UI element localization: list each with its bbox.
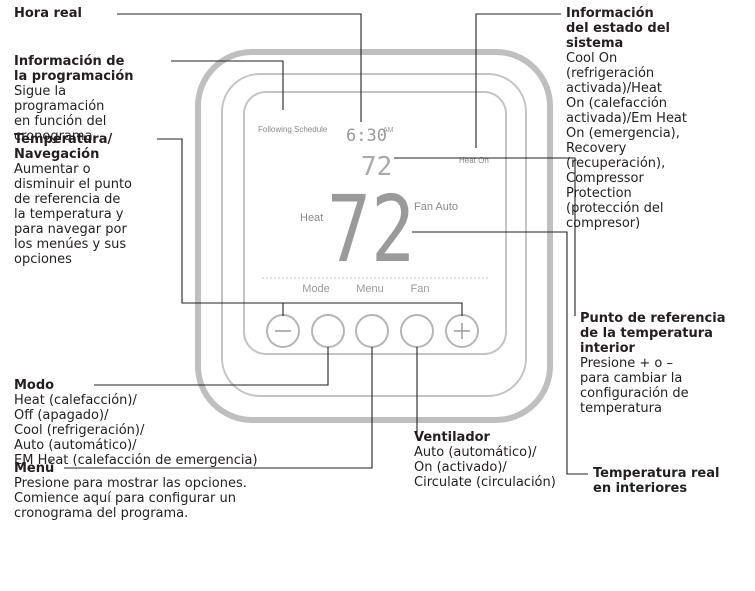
thermostat-outer-frame: [195, 49, 553, 423]
callout-temperatura: Temperatura/ Navegación Aumentar o dismi…: [14, 132, 174, 267]
system-status-indicator: Heat On: [459, 156, 489, 165]
line-temp-real: [412, 231, 588, 475]
callout-ventilador-desc: Auto (automático)/ On (activado)/ Circul…: [414, 445, 556, 490]
schedule-indicator: Following Schedule: [258, 125, 328, 134]
softkey-fan-label: Fan: [411, 283, 430, 295]
callout-hora-real-title: Hora real: [14, 6, 82, 21]
callout-menu-desc: Presione para mostrar las opciones. Comi…: [14, 476, 247, 521]
line-programacion: [171, 60, 284, 110]
clock-ampm: AM: [383, 127, 394, 134]
callout-programacion-title: Información de la programación: [14, 54, 134, 84]
callout-ventilador: Ventilador Auto (automático)/ On (activa…: [414, 430, 634, 490]
line-temperatura-plus: [283, 302, 463, 316]
callout-punto-ref-title: Punto de referencia de la temperatura in…: [580, 311, 726, 356]
callout-lines: [64, 13, 588, 475]
mode-button[interactable]: [311, 314, 345, 348]
callout-menu-title: Menú: [14, 461, 55, 476]
callout-estado-desc: Cool On (refrigeración activada)/Heat On…: [566, 51, 687, 231]
callout-temp-real: Temperatura real en interiores: [593, 466, 753, 496]
thermostat-inner-frame: [221, 73, 527, 397]
callout-temperatura-title: Temperatura/ Navegación: [14, 132, 113, 162]
callout-menu: Menú Presione para mostrar las opciones.…: [14, 461, 344, 521]
line-punto-ref: [394, 157, 576, 316]
line-hora-real: [117, 13, 362, 122]
indoor-temp-display: 72: [327, 176, 415, 283]
callout-modo-title: Modo: [14, 378, 55, 393]
softkey-menu-label: Menu: [356, 283, 384, 295]
setpoint-display: 72: [361, 152, 392, 182]
mode-indicator: Heat: [300, 212, 323, 224]
clock-display: 6:30: [346, 126, 387, 146]
callout-punto-ref-desc: Presione + o – para cambiar la configura…: [580, 356, 689, 416]
line-modo: [94, 347, 329, 386]
display-bezel: [243, 91, 507, 355]
fan-indicator: Fan Auto: [414, 201, 458, 213]
callout-estado: Información del estado del sistema Cool …: [566, 6, 751, 231]
callout-temperatura-desc: Aumentar o disminuir el punto de referen…: [14, 162, 133, 267]
callout-punto-ref: Punto de referencia de la temperatura in…: [580, 311, 752, 416]
callout-programacion: Información de la programación Sigue la …: [14, 54, 174, 144]
callout-modo: Modo Heat (calefacción)/ Off (apagado)/ …: [14, 378, 344, 468]
callout-temp-real-title: Temperatura real en interiores: [593, 466, 720, 496]
line-temperatura-minus: [157, 138, 284, 316]
callout-estado-title: Información del estado del sistema: [566, 6, 670, 51]
callout-ventilador-title: Ventilador: [414, 430, 490, 445]
callout-modo-desc: Heat (calefacción)/ Off (apagado)/ Cool …: [14, 393, 258, 468]
line-menu: [64, 347, 373, 469]
softkey-mode-label: Mode: [302, 283, 330, 295]
fan-button[interactable]: [400, 314, 434, 348]
callout-hora-real: Hora real: [14, 6, 82, 21]
line-estado: [475, 13, 561, 148]
menu-button[interactable]: [355, 314, 389, 348]
callout-programacion-desc: Sigue la programación en función del cro…: [14, 84, 107, 144]
